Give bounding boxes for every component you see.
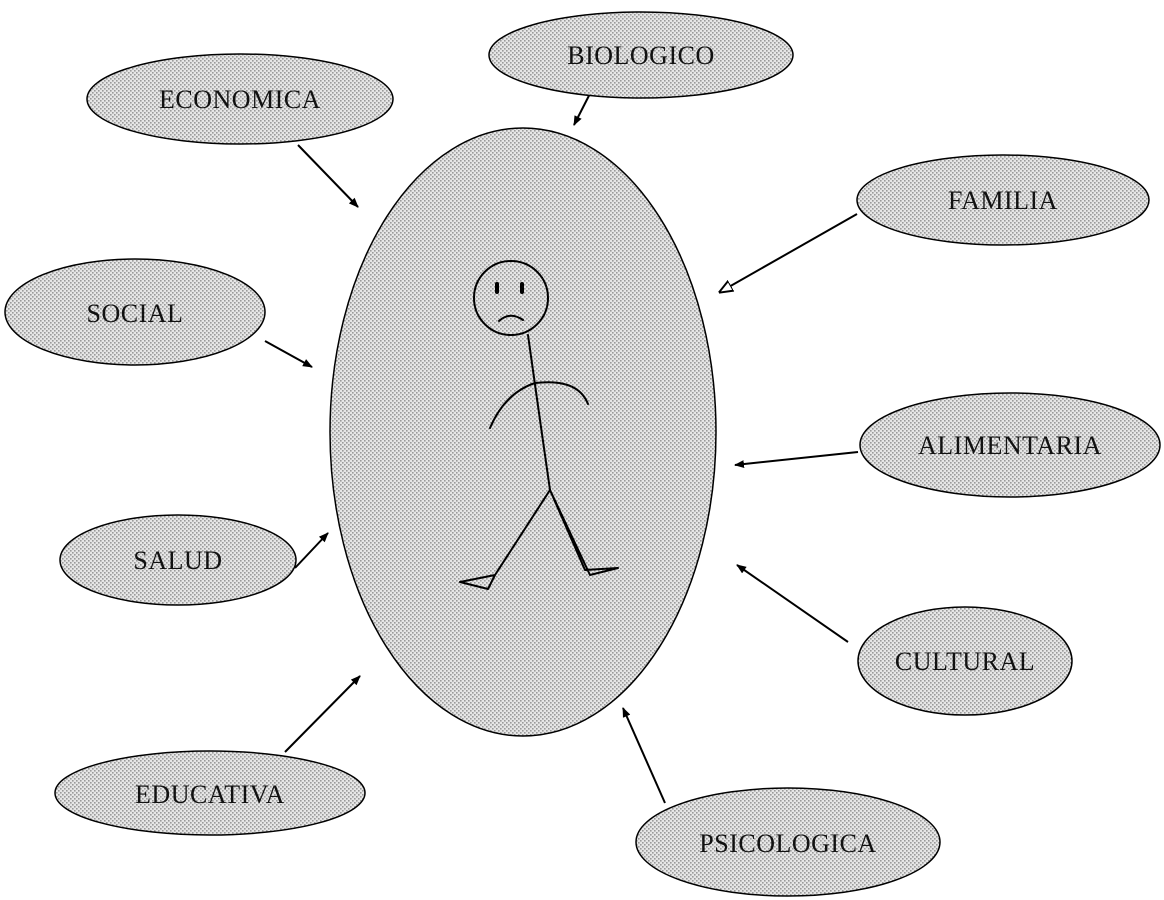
arrow-alimentaria [734, 451, 859, 469]
arrow-economica [297, 144, 359, 208]
figure-body [527, 334, 551, 491]
node-social-label: SOCIAL [87, 299, 184, 328]
node-alimentaria-label: ALIMENTARIA [918, 431, 1102, 460]
node-economica-label: ECONOMICA [159, 85, 321, 114]
node-educativa-shape [54, 750, 366, 836]
node-biologico-label: BIOLOGICO [567, 41, 715, 70]
node-familia-shape [856, 154, 1150, 246]
node-salud-shape [59, 514, 297, 606]
figure-leg-right [549, 489, 619, 576]
arrow-social [264, 340, 313, 368]
node-economica-shape [86, 53, 394, 145]
arrow-educativa [284, 675, 361, 753]
arrow-psicologica [622, 707, 666, 804]
node-biologico: BIOLOGICO [488, 11, 794, 99]
sad-stick-figure-icon [459, 260, 619, 590]
node-alimentaria: ALIMENTARIA [859, 392, 1161, 498]
figure-mouth [498, 314, 524, 322]
node-familia: FAMILIA [856, 154, 1150, 246]
node-cultural-label: CULTURAL [895, 647, 1035, 676]
node-economica: ECONOMICA [86, 53, 394, 145]
node-educativa-label: EDUCATIVA [135, 780, 285, 809]
arrow-cultural [736, 564, 849, 643]
node-psicologica-shape [635, 787, 941, 897]
arrow-salud [294, 532, 329, 569]
node-biologico-shape [488, 11, 794, 99]
node-educativa: EDUCATIVA [54, 750, 366, 836]
node-familia-label: FAMILIA [948, 186, 1058, 215]
node-salud-label: SALUD [133, 546, 222, 575]
node-social: SOCIAL [4, 258, 266, 366]
node-psicologica-label: PSICOLOGICA [699, 829, 876, 858]
arrow-familia [720, 213, 858, 292]
figure-arms [489, 381, 589, 429]
figure-leg-left [459, 489, 551, 590]
figure-head [473, 260, 549, 336]
node-cultural-shape [857, 606, 1073, 716]
node-social-shape [4, 258, 266, 366]
node-alimentaria-shape [859, 392, 1161, 498]
node-psicologica: PSICOLOGICA [635, 787, 941, 897]
node-salud: SALUD [59, 514, 297, 606]
node-cultural: CULTURAL [857, 606, 1073, 716]
central-person-ellipse [329, 127, 717, 737]
